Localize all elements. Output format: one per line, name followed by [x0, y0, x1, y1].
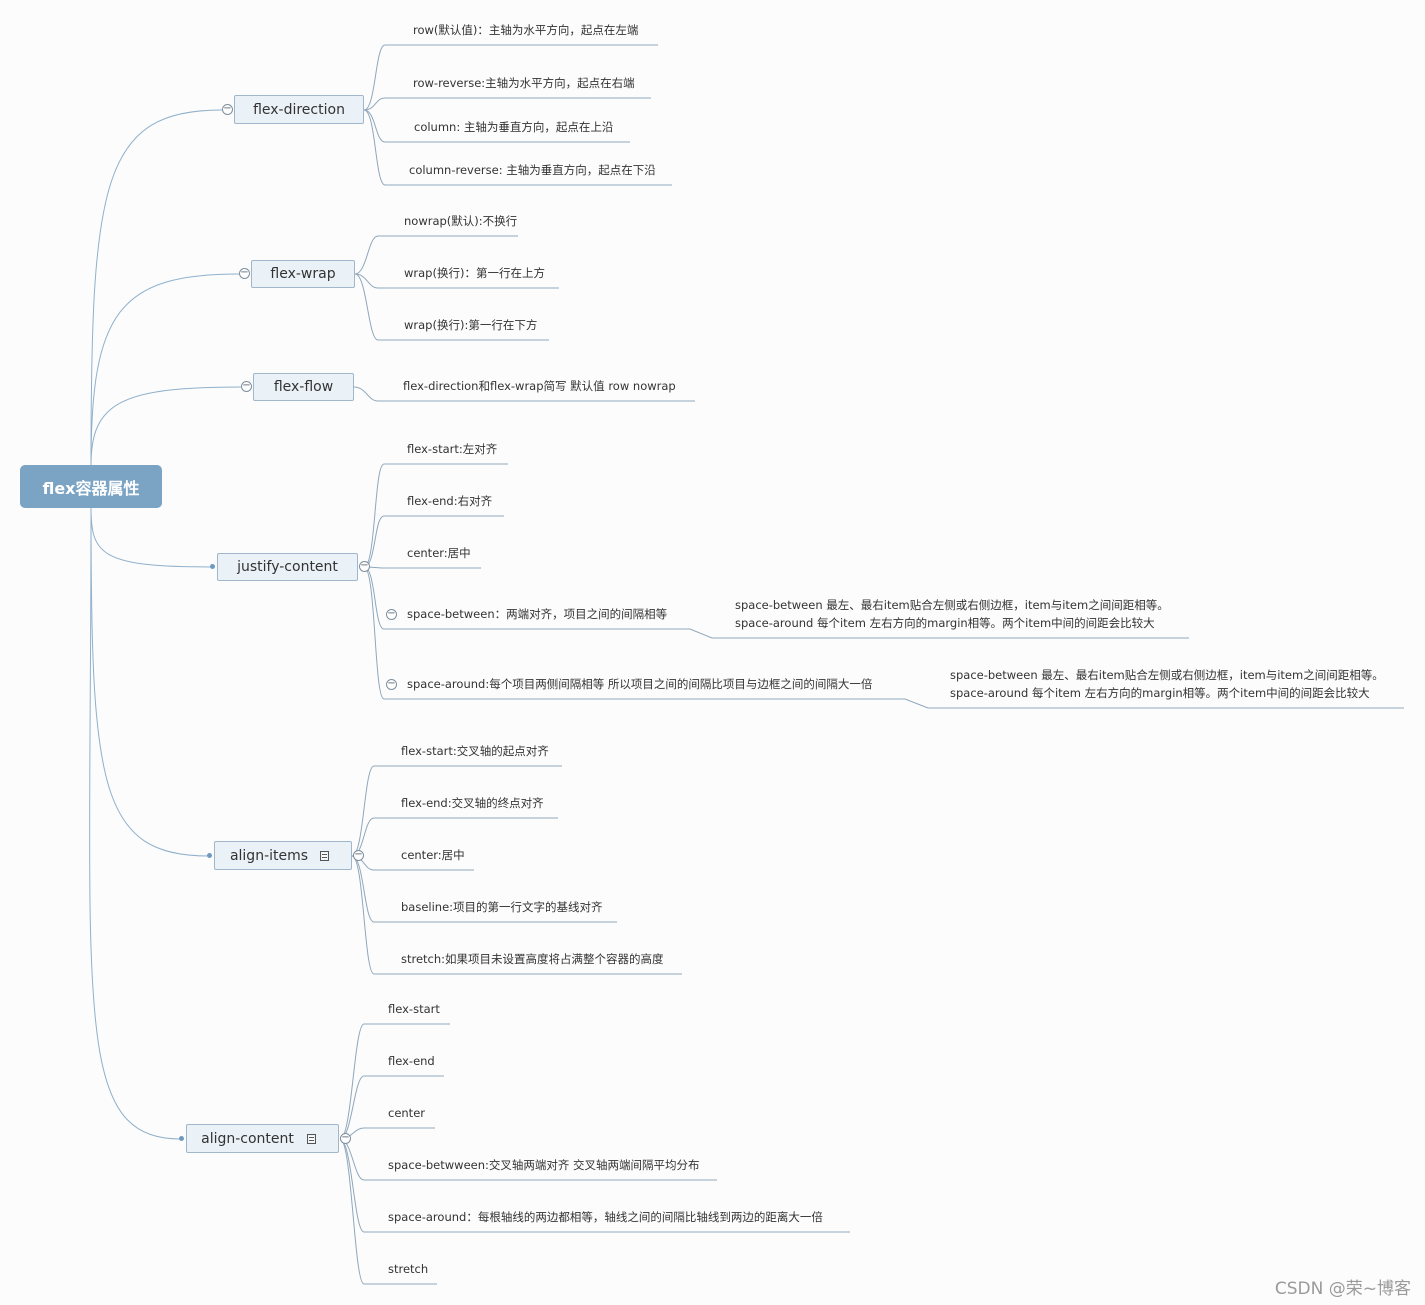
- leaf-item[interactable]: row-reverse:主轴为水平方向，起点在右端: [413, 76, 635, 90]
- topic-flex-direction[interactable]: flex-direction: [234, 95, 364, 124]
- root-topic-label: flex容器属性: [42, 478, 140, 498]
- leaf-item[interactable]: center:居中: [401, 848, 465, 862]
- leaf-item[interactable]: flex-start: [388, 1002, 440, 1016]
- connector-line: [354, 273, 549, 341]
- connector-line: [90, 386, 242, 466]
- leaf-item[interactable]: flex-end:右对齐: [407, 494, 493, 508]
- collapse-toggle-align-items[interactable]: −: [353, 849, 364, 861]
- note-line: space-between 最左、最右item贴合左侧或右侧边框，item与it…: [950, 668, 1384, 682]
- connector-line: [363, 44, 658, 111]
- root-topic[interactable]: flex容器属性: [20, 465, 162, 508]
- topic-label: justify-content: [237, 559, 338, 575]
- connector-line: [363, 109, 630, 143]
- collapse-toggle-flex-flow[interactable]: −: [241, 380, 252, 392]
- collapse-toggle-flex-direction[interactable]: −: [222, 103, 233, 115]
- connector-line: [354, 235, 518, 275]
- connector-dot: [210, 564, 215, 569]
- connector-line: [90, 507, 213, 568]
- connector-line: [363, 566, 481, 569]
- leaf-item[interactable]: baseline:项目的第一行文字的基线对齐: [401, 900, 603, 914]
- leaf-item[interactable]: column: 主轴为垂直方向，起点在上沿: [414, 120, 614, 134]
- leaf-item[interactable]: stretch:如果项目未设置高度将占满整个容器的高度: [401, 952, 664, 966]
- leaf-item[interactable]: space-between：两端对齐，项目之间的间隔相等: [407, 607, 668, 621]
- topic-label: flex-direction: [253, 101, 345, 118]
- leaf-item[interactable]: center: [388, 1106, 425, 1120]
- leaf-item[interactable]: flex-direction和flex-wrap简写 默认值 row nowra…: [403, 379, 676, 393]
- connector-line: [363, 566, 1404, 709]
- csdn-watermark: CSDN @荣~博客: [1274, 1279, 1411, 1299]
- connector-line: [353, 386, 695, 402]
- topic-flex-wrap[interactable]: flex-wrap: [251, 260, 355, 288]
- leaf-item[interactable]: flex-start:交叉轴的起点对齐: [401, 744, 549, 758]
- connector-line: [89, 507, 182, 1140]
- topic-label: align-content: [201, 1130, 294, 1147]
- topic-label: flex-flow: [273, 379, 334, 395]
- note-space-around[interactable]: space-between 最左、最右item贴合左侧或右侧边框，item与it…: [950, 666, 1384, 702]
- connector-line: [90, 507, 210, 857]
- leaf-item[interactable]: nowrap(默认):不换行: [404, 214, 518, 228]
- collapse-toggle-align-content[interactable]: −: [340, 1132, 351, 1144]
- note-icon[interactable]: [307, 1134, 316, 1144]
- topic-label: flex-wrap: [270, 266, 336, 282]
- topic-align-items[interactable]: align-items: [214, 841, 352, 870]
- connector-line: [339, 1138, 437, 1285]
- note-line: space-around 每个item 左右方向的margin相等。两个item…: [735, 616, 1155, 630]
- connector-line: [363, 109, 672, 186]
- leaf-item[interactable]: space-around:每个项目两侧间隔相等 所以项目之间的间隔比项目与边框之…: [407, 677, 873, 691]
- topic-align-content[interactable]: align-content: [186, 1124, 339, 1153]
- collapse-toggle-space-between[interactable]: −: [386, 608, 397, 620]
- connector-dot: [207, 853, 212, 858]
- connector-line: [351, 855, 682, 975]
- leaf-item[interactable]: center:居中: [407, 546, 471, 560]
- leaf-item[interactable]: row(默认值)：主轴为水平方向，起点在左端: [413, 23, 639, 37]
- leaf-item[interactable]: flex-end:交叉轴的终点对齐: [401, 796, 544, 810]
- leaf-item[interactable]: wrap(换行)：第一行在上方: [404, 266, 545, 280]
- collapse-toggle-flex-wrap[interactable]: −: [239, 267, 250, 279]
- connector-line: [339, 1127, 435, 1140]
- note-icon[interactable]: [320, 851, 329, 861]
- connector-line: [90, 109, 223, 466]
- connector-dot: [179, 1136, 184, 1141]
- topic-justify-content[interactable]: justify-content: [217, 553, 358, 581]
- leaf-item[interactable]: flex-end: [388, 1054, 435, 1068]
- connector-line: [363, 97, 651, 111]
- collapse-toggle-space-around[interactable]: −: [386, 678, 397, 690]
- leaf-item[interactable]: space-around：每根轴线的两边都相等，轴线之间的间隔比轴线到两边的距离…: [388, 1210, 823, 1224]
- connector-line: [363, 566, 1189, 639]
- leaf-item[interactable]: stretch: [388, 1262, 429, 1276]
- connector-line: [354, 273, 559, 289]
- leaf-item[interactable]: space-betwween:交叉轴两端对齐 交叉轴两端间隔平均分布: [388, 1158, 700, 1172]
- collapse-toggle-justify-content[interactable]: −: [359, 560, 370, 572]
- note-line: space-around 每个item 左右方向的margin相等。两个item…: [950, 686, 1370, 700]
- connector-line: [90, 273, 240, 466]
- topic-label: align-items: [229, 847, 309, 864]
- note-space-between[interactable]: space-between 最左、最右item贴合左侧或右侧边框，item与it…: [735, 596, 1169, 632]
- leaf-item[interactable]: wrap(换行):第一行在下方: [404, 318, 538, 332]
- leaf-item[interactable]: column-reverse: 主轴为垂直方向，起点在下沿: [409, 163, 656, 177]
- leaf-item[interactable]: flex-start:左对齐: [407, 442, 498, 456]
- topic-flex-flow[interactable]: flex-flow: [253, 373, 354, 401]
- note-line: space-between 最左、最右item贴合左侧或右侧边框，item与it…: [735, 598, 1169, 612]
